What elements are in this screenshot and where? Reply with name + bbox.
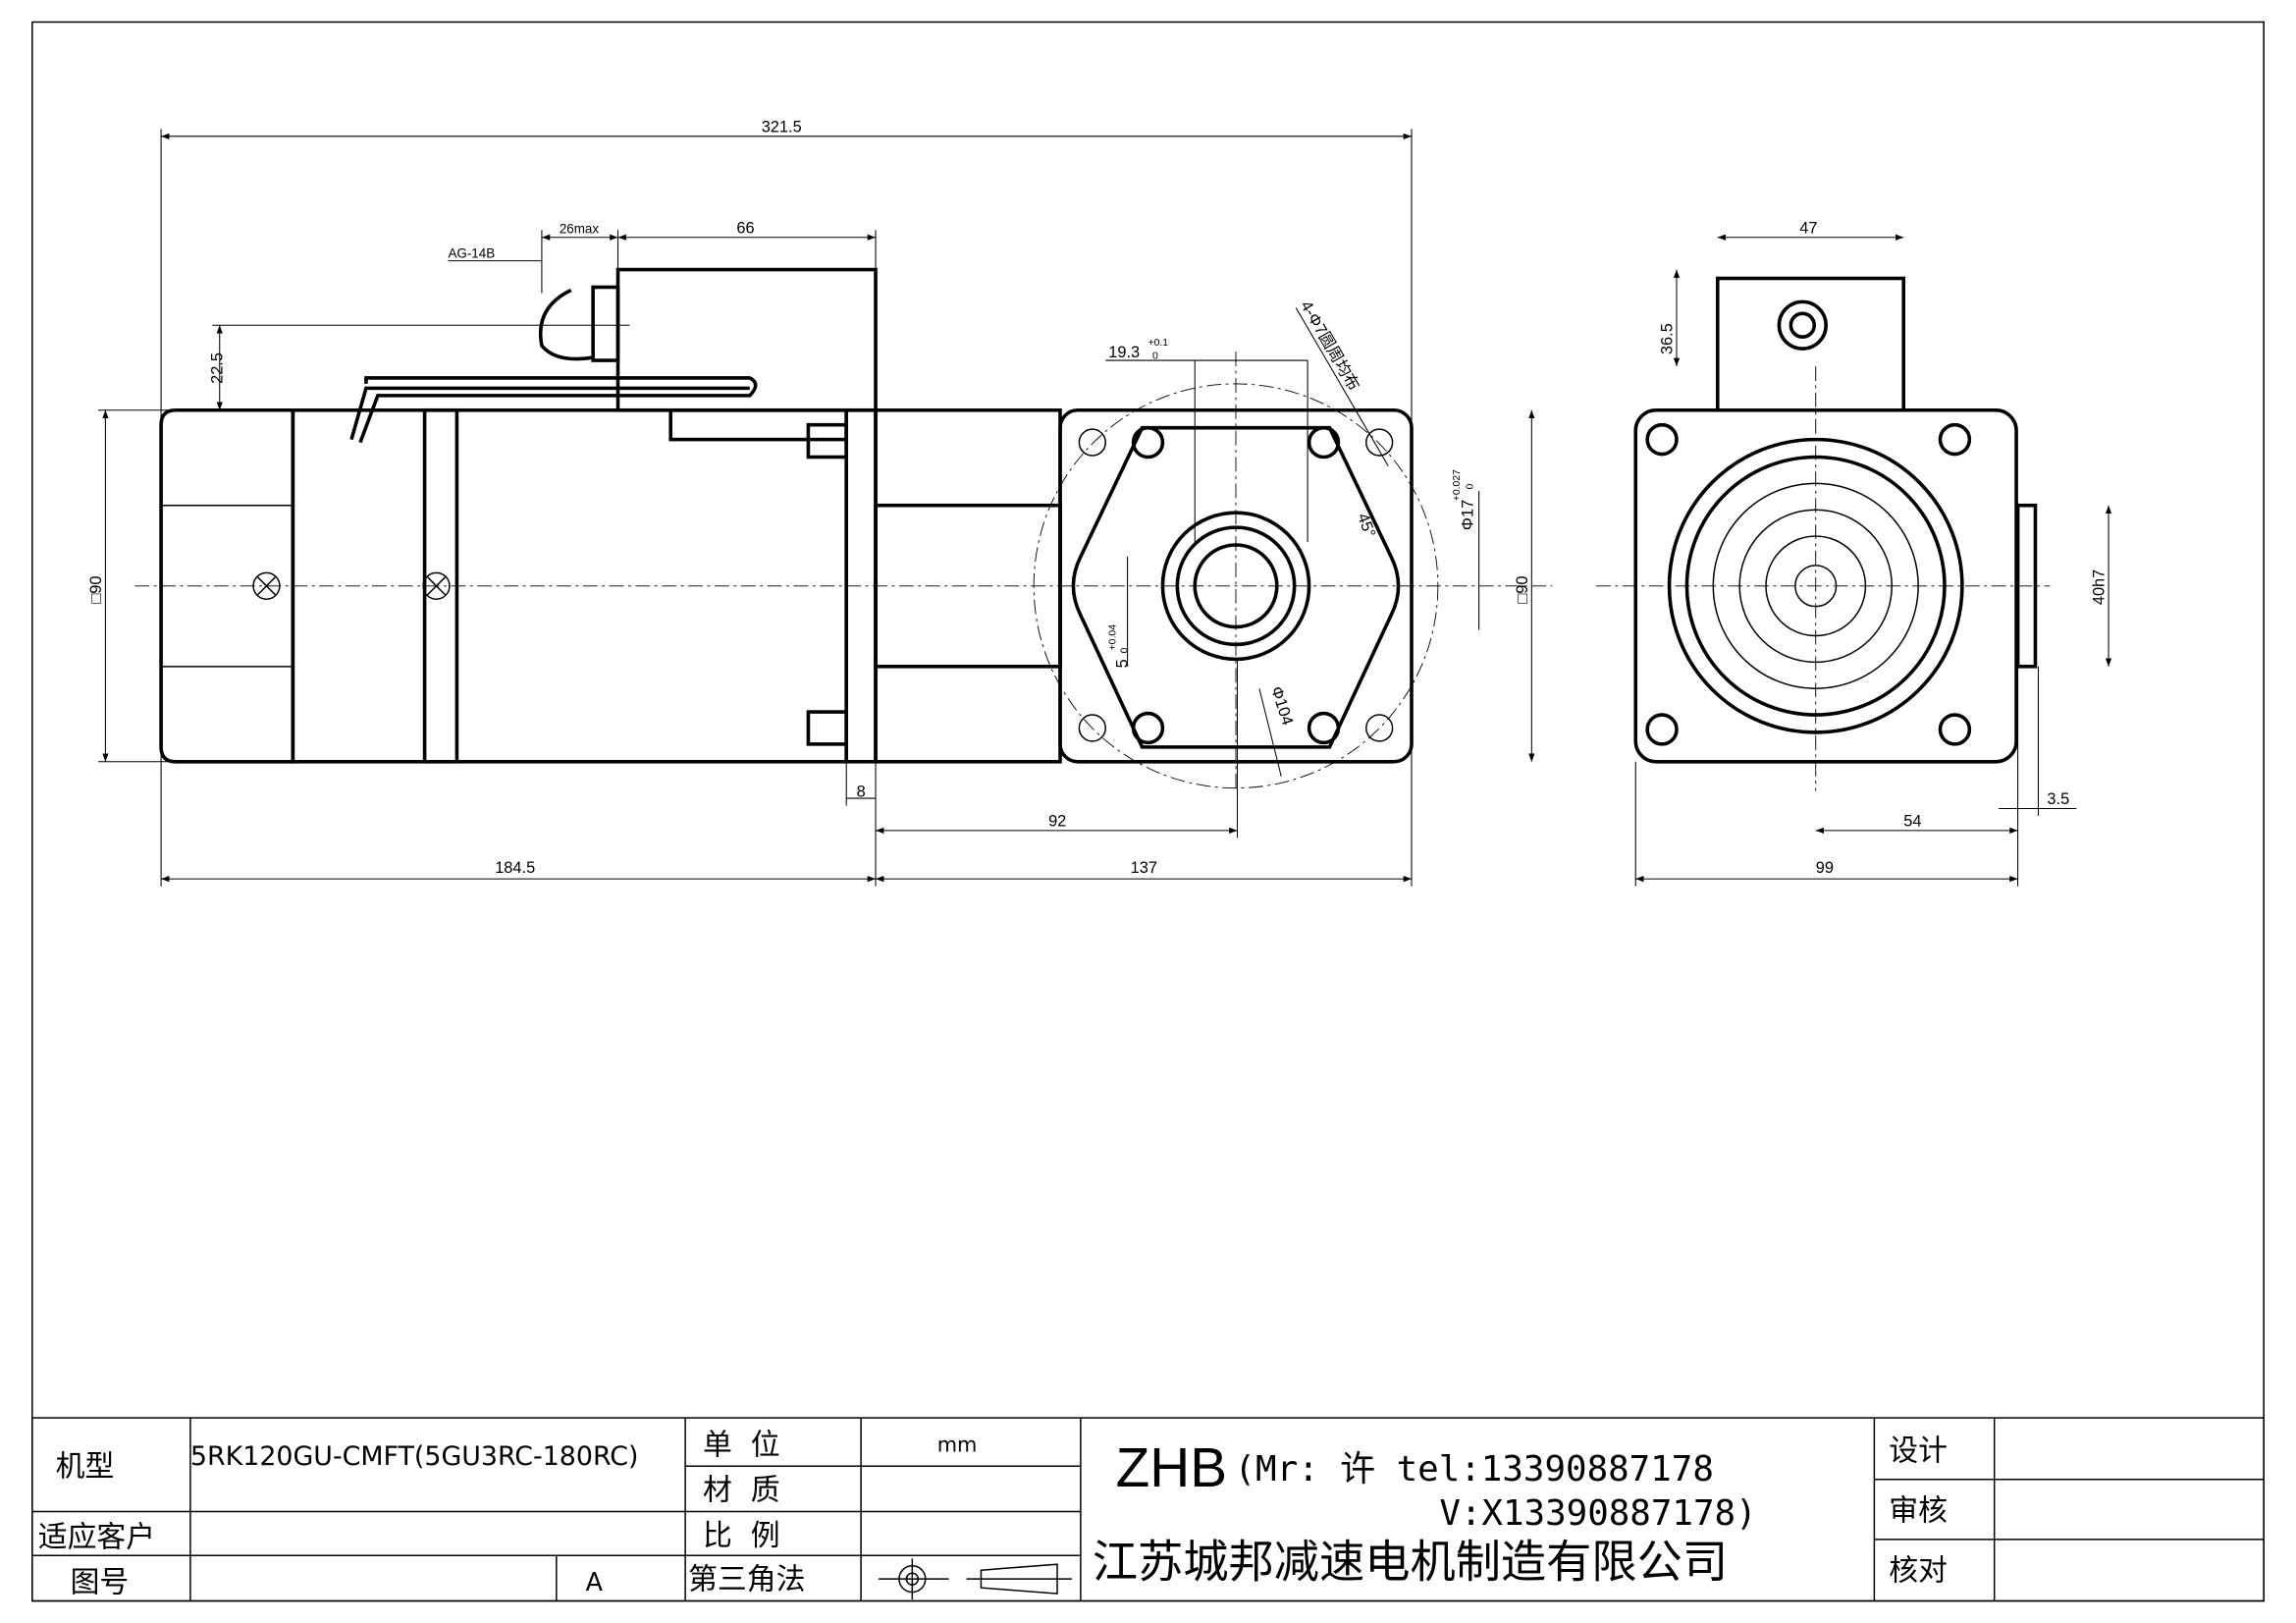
dim-22-5: 22.5 [209, 352, 227, 384]
contact-line-2: V:X13390887178) [1439, 1493, 1756, 1534]
model-label: 机型 [56, 1450, 115, 1485]
review-label: 审核 [1889, 1493, 1948, 1528]
third-angle-projection-icon [879, 1558, 1072, 1600]
design-label: 设计 [1889, 1434, 1948, 1468]
unit-label: 单 位 [703, 1428, 780, 1462]
dim-square-90-mid: □90 [1514, 576, 1531, 604]
customer-label: 适应客户 [38, 1520, 155, 1554]
contact-line-1: (Mr: 许 tel:13390887178 [1235, 1449, 1714, 1489]
company-name: 江苏城邦减速电机制造有限公司 [1093, 1536, 1728, 1589]
side-view [134, 267, 1553, 764]
tol: 0 [1466, 483, 1476, 489]
check-label: 核对 [1889, 1554, 1948, 1589]
tol: +0.1 [1148, 338, 1169, 349]
tol: +0.04 [1108, 624, 1119, 651]
dim-3-5: 3.5 [2047, 790, 2069, 808]
unit-value: mm [937, 1433, 978, 1456]
dim-92: 92 [1048, 812, 1066, 830]
model-value: 5RK120GU-CMFT(5GU3RC-180RC) [190, 1441, 639, 1472]
dim-phi17: Φ17 [1460, 500, 1477, 530]
dim-phi104: Φ104 [1267, 684, 1297, 728]
dim-321-5: 321.5 [762, 118, 802, 135]
dim-40h7: 40h7 [2091, 569, 2109, 605]
projection-label: 第三角法 [688, 1563, 805, 1597]
end-view [1595, 276, 2051, 791]
dim-26max: 26max [560, 221, 600, 236]
dim-66: 66 [736, 219, 754, 237]
tol: +0.027 [1452, 469, 1463, 501]
dim-47: 47 [1799, 219, 1817, 237]
dim-5: 5 [1114, 659, 1132, 668]
scale-label: 比 例 [703, 1519, 780, 1553]
dim-45-deg: 45° [1354, 511, 1378, 539]
dim-137: 137 [1131, 859, 1157, 877]
hole-note: 4-Φ7圆周均布 [1297, 298, 1362, 394]
drawing-border [31, 21, 2265, 1602]
brand-logo: ZHB [1116, 1437, 1227, 1499]
revision: A [586, 1567, 604, 1596]
material-label: 材 质 [703, 1474, 780, 1508]
dim-184-5: 184.5 [495, 859, 535, 877]
dim-square-90-left: □90 [87, 576, 105, 604]
tol: 0 [1152, 352, 1158, 362]
dim-36-5: 36.5 [1659, 323, 1677, 354]
dim-99: 99 [1816, 859, 1834, 877]
dim-19-3: 19.3 [1108, 344, 1140, 361]
gland-label: AG-14B [448, 246, 495, 261]
dimension-lines [97, 129, 2112, 887]
drawing-no-label: 图号 [71, 1566, 130, 1600]
title-block: 机型 5RK120GU-CMFT(5GU3RC-180RC) 适应客户 图号 A… [31, 1417, 2265, 1602]
dim-54: 54 [1903, 812, 1921, 830]
dim-8: 8 [857, 784, 866, 801]
tol: 0 [1120, 647, 1131, 653]
